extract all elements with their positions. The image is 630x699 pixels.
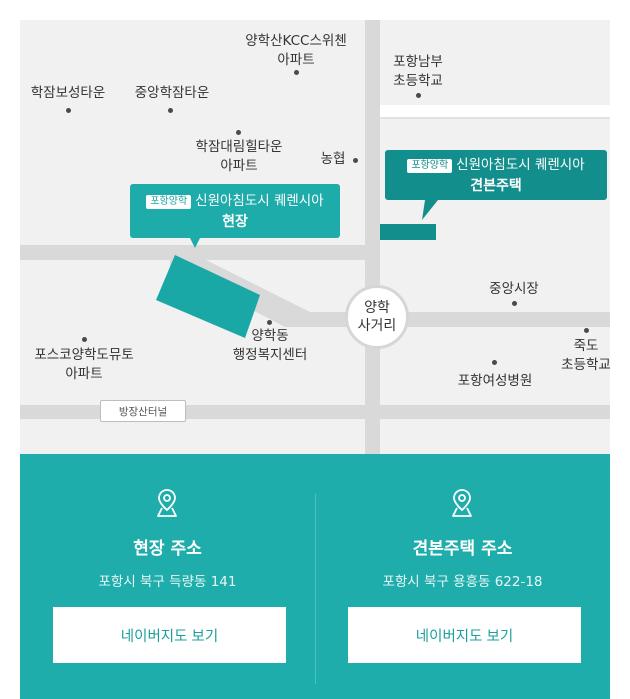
panel-divider	[315, 494, 316, 684]
location-section: 양학산KCC스위첸 아파트 포항남부 초등학교 학잠보성타운 중앙학잠타운 학잠…	[20, 20, 630, 699]
callout-tag: 포항양학	[407, 159, 453, 173]
poi-dot	[236, 130, 241, 135]
poi-hakjam-bosung: 학잠보성타운	[30, 85, 106, 101]
poi-jukdo-school: 죽도 초등학교	[561, 338, 610, 373]
callout-tag: 포항양학	[146, 195, 192, 209]
poi-women-hospital: 포항여성병원	[457, 373, 533, 389]
model-house-address-title: 견본주택 주소	[412, 539, 513, 559]
callout-title: 신원아침도시 퀘렌시아	[195, 193, 324, 209]
poi-jungang-market: 중앙시장	[489, 281, 539, 297]
callout-subtitle: 현장	[222, 214, 248, 230]
poi-dot	[66, 108, 71, 113]
callout-title: 신원아침도시 퀘렌시아	[456, 157, 585, 173]
intersection-marker: 양학 사거리	[345, 285, 409, 349]
poi-dot	[82, 337, 87, 342]
tunnel-label: 방장산터널	[100, 400, 186, 422]
callout-subtitle: 견본주택	[470, 178, 522, 194]
site-naver-map-button[interactable]: 네이버지도 보기	[53, 607, 286, 663]
address-panel: 현장 주소 포항시 북구 득량동 141 네이버지도 보기 견본주택 주소 포항…	[20, 454, 610, 699]
site-address-block: 현장 주소 포항시 북구 득량동 141 네이버지도 보기	[20, 454, 315, 699]
location-map: 양학산KCC스위첸 아파트 포항남부 초등학교 학잠보성타운 중앙학잠타운 학잠…	[20, 20, 610, 454]
poi-dot	[353, 158, 358, 163]
site-address-text: 포항시 북구 득량동 141	[98, 574, 237, 590]
poi-dot	[168, 108, 173, 113]
model-house-naver-map-button[interactable]: 네이버지도 보기	[348, 607, 581, 663]
poi-dot	[512, 301, 517, 306]
poi-jungang-hakjam: 중앙학잠타운	[134, 85, 210, 101]
model-house-address-text: 포항시 북구 용흥동 622-18	[382, 574, 543, 590]
poi-yanghak-center: 양학동 행정복지센터	[232, 328, 308, 363]
poi-dot	[416, 93, 421, 98]
location-pin-icon	[157, 489, 177, 517]
poi-pohang-nambu-school: 포항남부 초등학교	[393, 54, 443, 89]
poi-dot	[584, 328, 589, 333]
poi-dot	[492, 360, 497, 365]
poi-dot	[294, 70, 299, 75]
model-house-address-block: 견본주택 주소 포항시 북구 용흥동 622-18 네이버지도 보기	[315, 454, 610, 699]
poi-posco-apartment: 포스코양학도뮤토 아파트	[34, 347, 134, 382]
site-address-title: 현장 주소	[133, 539, 202, 559]
poi-hakjam-daerim: 학잠대림힐타운 아파트	[195, 139, 283, 174]
poi-nonghyup: 농협	[320, 151, 346, 167]
poi-kcc-apartment: 양학산KCC스위첸 아파트	[245, 33, 347, 68]
site-parcel	[156, 255, 260, 338]
location-pin-icon	[452, 489, 472, 517]
model-house-parcel	[380, 224, 436, 240]
poi-dot	[267, 320, 272, 325]
